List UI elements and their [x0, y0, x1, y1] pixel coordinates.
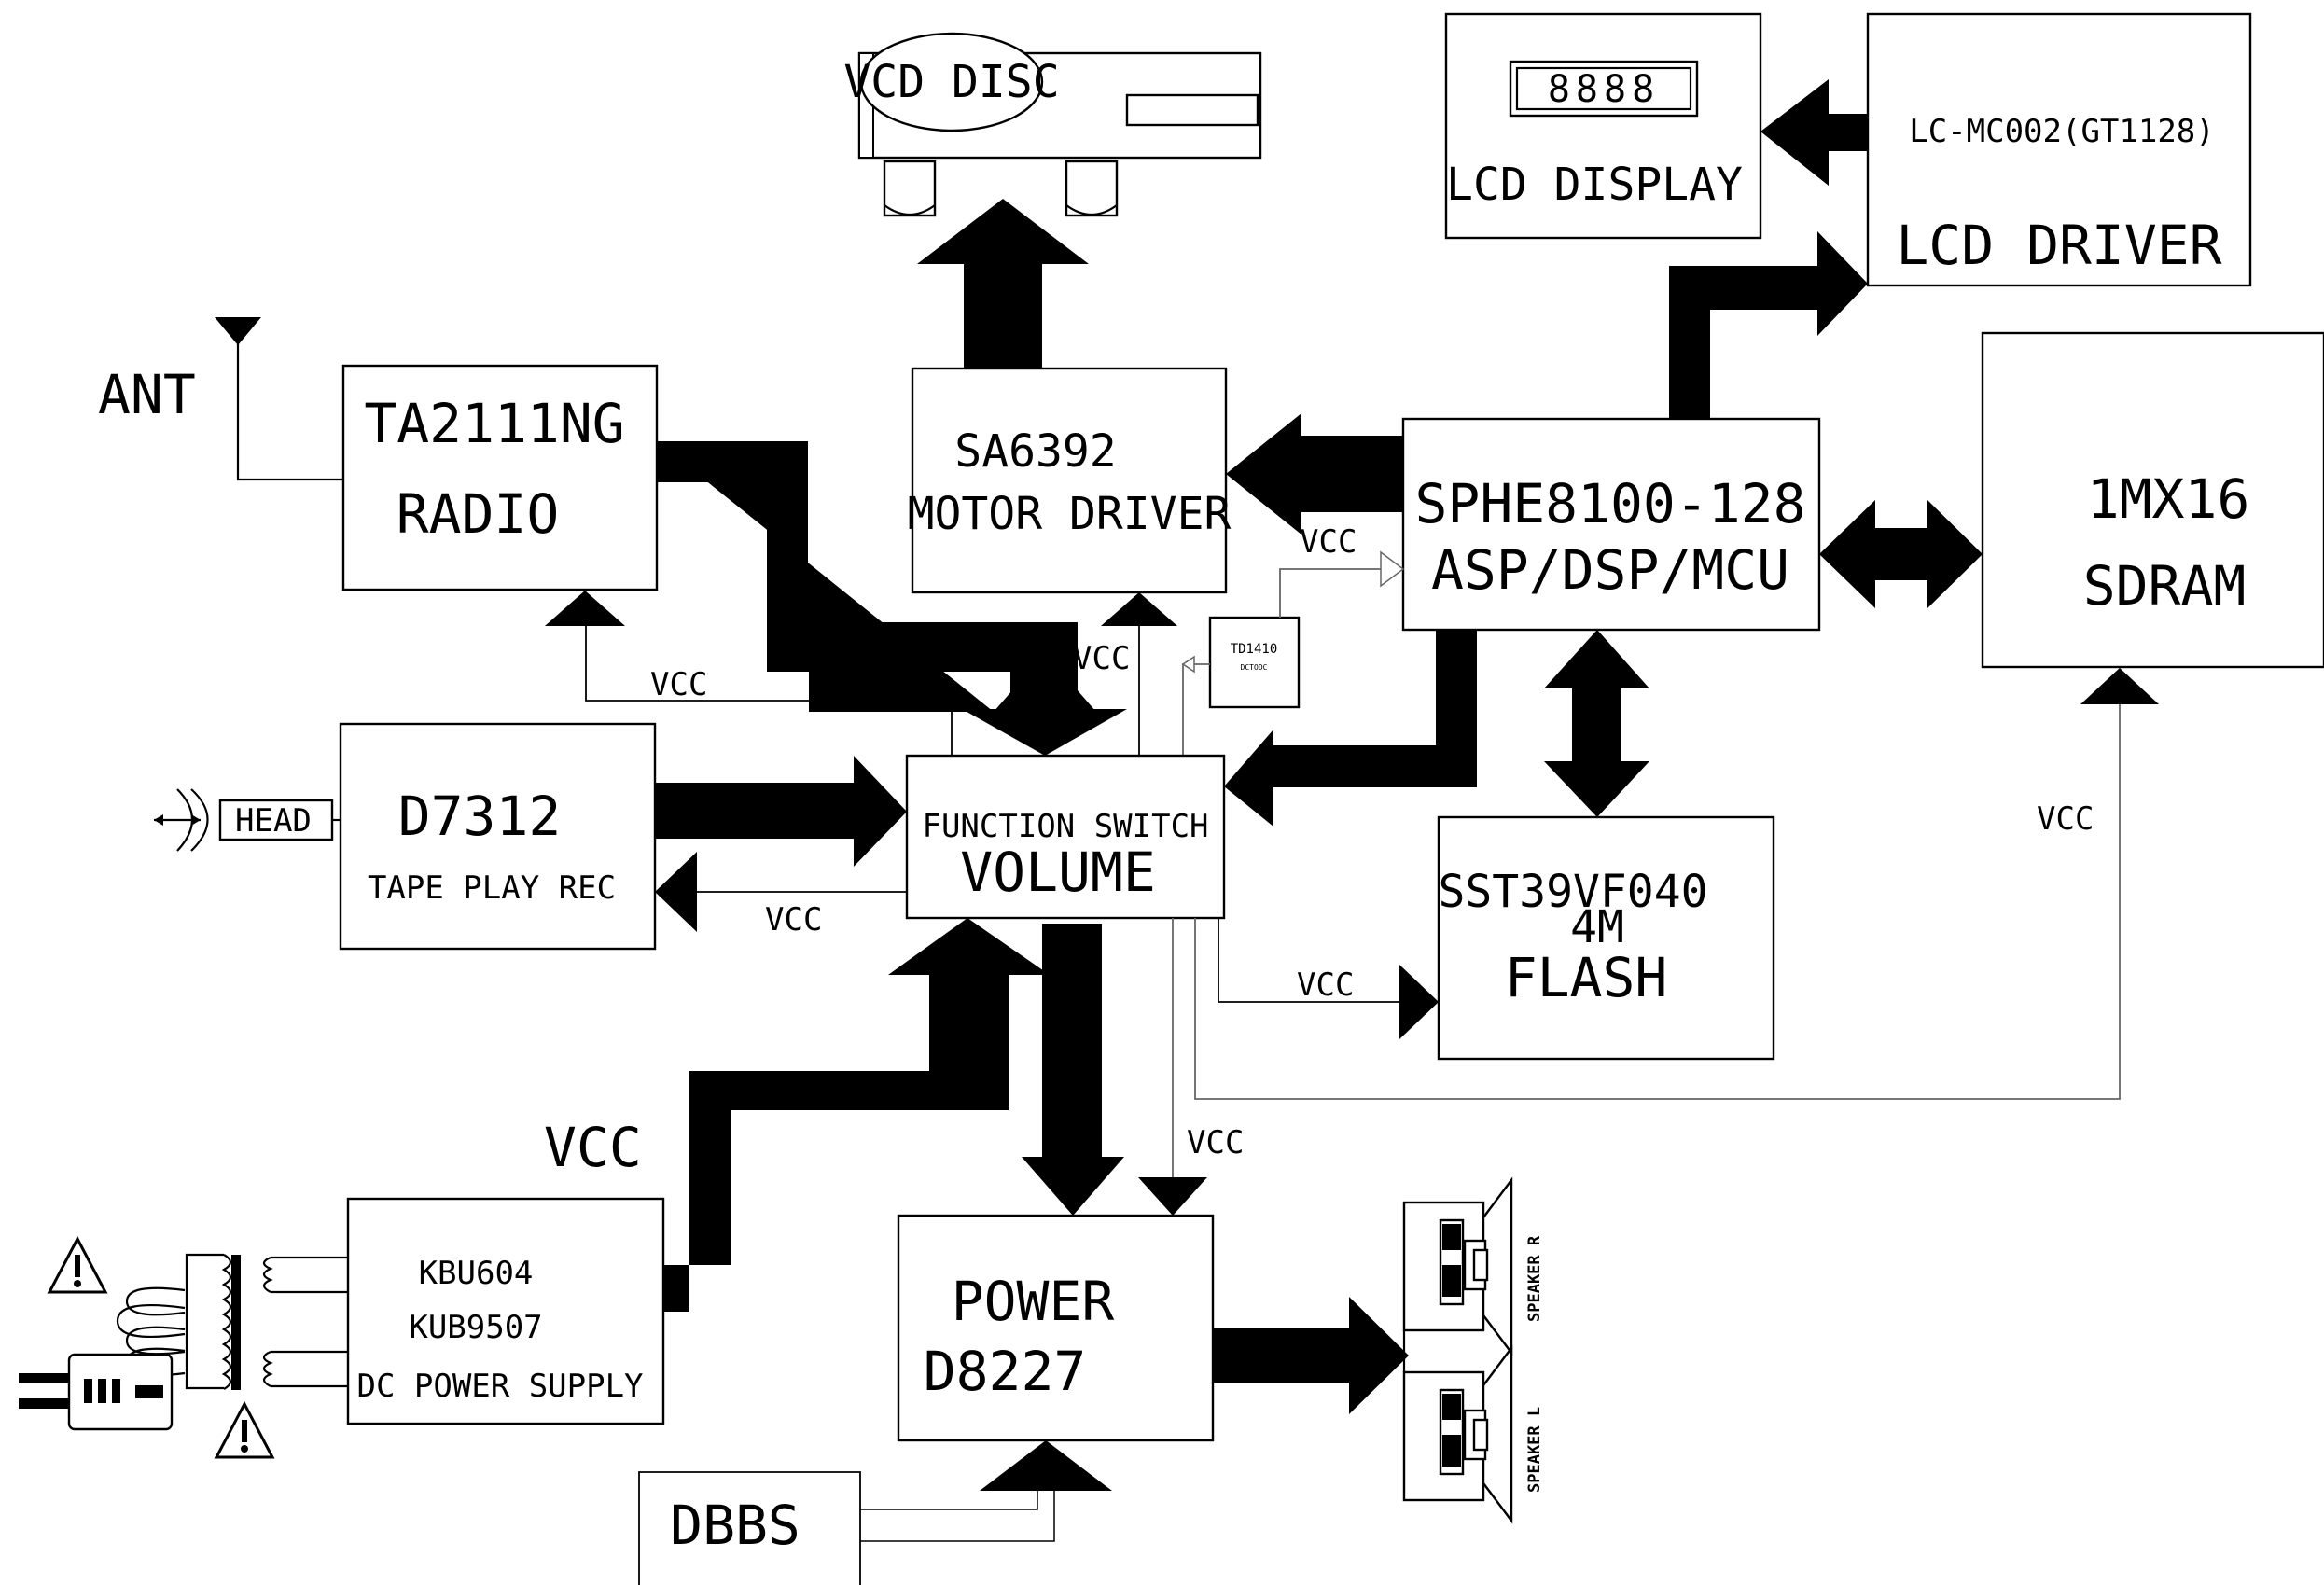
- motor-driver-part: SA6392: [954, 425, 1116, 478]
- flash-part: SST39VF040: [1439, 866, 1708, 918]
- dsp-part: SPHE8100-128: [1414, 472, 1805, 535]
- vcc-sdram-label: VCC: [2037, 800, 2094, 838]
- lcd-driver-part: LC-MC002(GT1128): [1909, 113, 2215, 150]
- function-switch-label: FUNCTION SWITCH: [922, 808, 1208, 845]
- dcdc-label: DCTODC: [1241, 663, 1268, 672]
- arrow-radio-to-function: [657, 441, 1096, 756]
- lcd-driver-block: LC-MC002(GT1128) LCD DRIVER: [1866, 12, 2252, 287]
- sdram-block: 1MX16 SDRAM: [1981, 331, 2324, 669]
- vcd-disc-label: VCD DISC: [843, 56, 1059, 108]
- vcd-disc-mechanism: VCD DISC: [843, 32, 1262, 217]
- psu-block: KBU604 KUB9507 DC POWER SUPPLY VCC: [346, 1116, 665, 1425]
- dcdc-part: TD1410: [1231, 642, 1278, 657]
- radio-label: RADIO: [397, 482, 560, 546]
- tape-part: D7312: [398, 785, 562, 848]
- arrow-dsp-flash: [1544, 630, 1649, 817]
- arrow-driver-to-display: [1760, 79, 1868, 186]
- vcc-power-line: VCC: [1138, 918, 1244, 1216]
- dbbs-block: DBBS: [638, 1440, 1112, 1585]
- lcd-display-block: LCD DISPLAY: [1444, 12, 1762, 240]
- arrow-motor-to-vcd: [917, 199, 1089, 368]
- lcd-display-label: LCD DISPLAY: [1446, 159, 1743, 211]
- dcdc-block: TD1410 DCTODC VCC: [1181, 523, 1405, 756]
- vcc-tape-label: VCC: [765, 901, 822, 938]
- tape-head: HEAD: [154, 788, 334, 852]
- vcc-flash-label: VCC: [1297, 966, 1354, 1004]
- antenna-label: ANT: [98, 363, 196, 426]
- lcd-driver-label: LCD DRIVER: [1896, 214, 2221, 277]
- tape-label: TAPE PLAY REC: [368, 869, 616, 907]
- power-part: D8227: [924, 1340, 1087, 1403]
- arrow-radio-to-function-body: [657, 441, 1127, 756]
- speaker-right: SPEAKER R: [1402, 1176, 1544, 1356]
- arrow-tape-to-function: [655, 756, 907, 867]
- dsp-block: SPHE8100-128 ASP/DSP/MCU: [1401, 417, 1821, 632]
- vcc-psu-label: VCC: [544, 1116, 642, 1179]
- tape-block: D7312 TAPE PLAY REC: [339, 722, 657, 951]
- arrow-function-to-power: [1022, 924, 1124, 1216]
- vcc-motor-line: VCC: [1073, 592, 1177, 756]
- lcd-segments-text: 8888: [1547, 68, 1661, 111]
- flash-label: FLASH: [1505, 946, 1668, 1009]
- dsp-label: ASP/DSP/MCU: [1431, 538, 1789, 602]
- antenna: ANT: [98, 317, 343, 481]
- lcd-segments: 8888: [1517, 68, 1691, 111]
- speaker-l-label: SPEAKER L: [1525, 1407, 1544, 1493]
- arrow-power-to-speakers: [1213, 1297, 1409, 1414]
- power-label: POWER: [952, 1270, 1115, 1333]
- vcc-radio-line: VCC: [545, 591, 953, 756]
- arrow-dsp-to-function: [1224, 630, 1477, 827]
- vcc-flash-line: VCC: [1218, 918, 1439, 1039]
- transformer-plug: [19, 1235, 348, 1459]
- head-label: HEAD: [235, 802, 312, 840]
- psu-part1: KBU604: [419, 1255, 534, 1292]
- dbbs-label: DBBS: [670, 1494, 800, 1557]
- motor-driver-block: SA6392 MOTOR DRIVER: [908, 367, 1232, 594]
- function-switch-block: FUNCTION SWITCH VOLUME: [905, 754, 1226, 920]
- vcc-dsp-label: VCC: [1300, 523, 1357, 561]
- arrow-psu-to-function: [663, 918, 1050, 1312]
- psu-part2: KUB9507: [409, 1309, 542, 1346]
- vcc-motor-label: VCC: [1073, 640, 1130, 677]
- flash-block: SST39VF040 4M FLASH: [1437, 815, 1775, 1061]
- arrow-dsp-to-lcd-driver: [1669, 231, 1868, 419]
- arrow-dsp-sdram: [1819, 500, 1983, 608]
- vcc-power-label: VCC: [1187, 1124, 1244, 1161]
- vcc-sdram-line: VCC: [1194, 668, 2159, 1100]
- power-amp-block: POWER D8227: [897, 1214, 1215, 1442]
- flash-size: 4M: [1570, 901, 1624, 953]
- sdram-part: 1MX16: [2087, 467, 2250, 531]
- vcc-tape-line: VCC: [655, 852, 907, 938]
- arrow-dsp-to-motor: [1226, 413, 1403, 535]
- speaker-r-label: SPEAKER R: [1525, 1235, 1544, 1322]
- radio-block: TA2111NG RADIO: [341, 364, 659, 591]
- sdram-label: SDRAM: [2083, 554, 2247, 618]
- vcc-radio-label: VCC: [650, 666, 707, 703]
- motor-driver-label: MOTOR DRIVER: [908, 488, 1232, 540]
- volume-label: VOLUME: [960, 841, 1156, 904]
- speaker-left: SPEAKER L: [1402, 1344, 1544, 1524]
- radio-part: TA2111NG: [364, 392, 624, 455]
- psu-label: DC POWER SUPPLY: [356, 1368, 643, 1405]
